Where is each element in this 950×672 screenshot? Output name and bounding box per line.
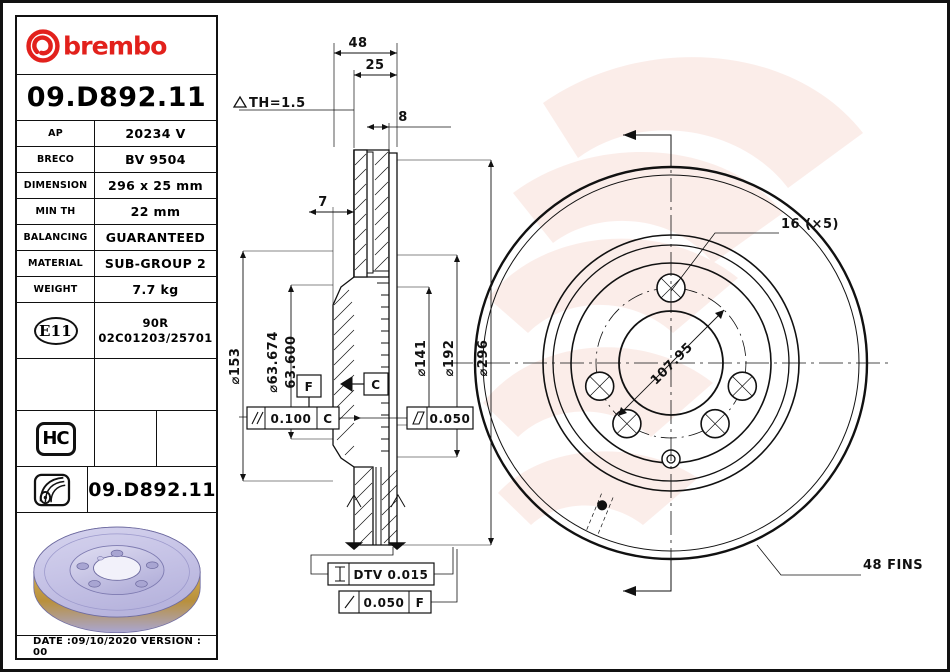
brembo-wordmark: brembo <box>63 32 168 60</box>
tol-runout-value: 0.050 <box>364 596 405 610</box>
table-row: DIMENSION 296 x 25 mm <box>17 173 216 199</box>
row-key: AP <box>17 121 95 146</box>
row-value: GUARANTEED <box>105 230 206 245</box>
dim-th-tolerance-group: TH=1.5 <box>232 95 306 111</box>
datum-c-label: C <box>371 378 380 392</box>
bolt-holes <box>584 273 758 439</box>
bolt-circle-label: 107.95 <box>648 340 696 388</box>
brembo-logo-icon <box>26 28 60 63</box>
dim-th-tolerance: TH=1.5 <box>249 96 306 111</box>
dimension-labels: 48 25 8 7 TH=1.5 ⌀153 ⌀63.674 63.600 ⌀14… <box>228 36 923 610</box>
table-row: MATERIAL SUB-GROUP 2 <box>17 251 216 277</box>
row-value: 7.7 kg <box>132 282 179 297</box>
datum-symbols <box>239 372 474 614</box>
top-dimensions <box>239 43 451 315</box>
row-key: MATERIAL <box>17 251 95 276</box>
dim-inner-friction-diameter: ⌀141 <box>414 340 429 377</box>
row-key: DIMENSION <box>17 173 95 198</box>
drawing-area: 48 25 8 7 TH=1.5 ⌀153 ⌀63.674 63.600 ⌀14… <box>221 15 935 657</box>
homologation-row: E11 90R 02C01203/25701 <box>17 303 216 359</box>
row-key: BRECO <box>17 147 95 172</box>
blank-row <box>17 359 216 411</box>
hc-badge-icon: HC <box>17 411 95 466</box>
dim-overall-width: 48 <box>348 36 367 51</box>
part-number-header: 09.D892.11 <box>17 75 216 121</box>
homologation-line-1: 90R <box>142 315 169 330</box>
dim-disc-thickness: 8 <box>398 110 408 125</box>
title-block: brembo 09.D892.11 AP 20234 V BRECO BV 95… <box>15 15 218 660</box>
dim-mid-diameter: ⌀192 <box>442 340 457 377</box>
row-value: 20234 V <box>125 126 186 141</box>
fins-callout: 48 FINS <box>863 558 923 573</box>
bolt-hole-callout: 16 (×5) <box>781 217 839 232</box>
tol-parallelism-datum: C <box>323 412 332 426</box>
section-view <box>332 149 398 546</box>
row-value: 296 x 25 mm <box>107 178 204 193</box>
table-row: BALANCING GUARANTEED <box>17 225 216 251</box>
brake-disc-photo <box>17 513 216 636</box>
dim-hat-depth: 25 <box>365 58 384 73</box>
disc-code-row: 09.D892.11 <box>17 467 216 513</box>
e11-label: E11 <box>33 316 78 345</box>
table-row: AP 20234 V <box>17 121 216 147</box>
tol-parallelism-value: 0.100 <box>271 412 312 426</box>
sheet-footer-date: DATE :09/10/2020 VERSION : 00 <box>33 636 202 658</box>
e11-circle-icon: E11 <box>17 303 95 358</box>
dim-bore-min: 63.600 <box>284 335 299 388</box>
homologation-line-2: 02C01203/25701 <box>98 330 213 345</box>
table-row: WEIGHT 7.7 kg <box>17 277 216 303</box>
brake-disc-badge-icon <box>33 473 71 506</box>
datum-f-label: F <box>305 380 314 394</box>
table-row: BRECO BV 9504 <box>17 147 216 173</box>
tol-dtv-value: DTV 0.015 <box>354 568 429 582</box>
face-view <box>449 130 893 596</box>
row-key: MIN TH <box>17 199 95 224</box>
row-value: SUB-GROUP 2 <box>104 256 207 271</box>
dim-bore-max: ⌀63.674 <box>266 331 281 393</box>
row-value: BV 9504 <box>125 152 186 167</box>
disc-photo-graphic <box>32 526 201 633</box>
technical-drawing: 48 25 8 7 TH=1.5 ⌀153 ⌀63.674 63.600 ⌀14… <box>228 36 923 614</box>
brand-logo-row: brembo <box>17 17 216 75</box>
section-hatch <box>333 151 398 544</box>
svg-text:brembo: brembo <box>63 32 167 60</box>
dim-outer-hat-diameter: ⌀153 <box>228 348 243 385</box>
row-key: WEIGHT <box>17 277 95 302</box>
tol-flatness-value: 0.050 <box>430 412 471 426</box>
table-row: MIN TH 22 mm <box>17 199 216 225</box>
high-carbon-row: HC <box>17 411 216 467</box>
row-key: BALANCING <box>17 225 95 250</box>
dim-outer-diameter: ⌀296 <box>476 340 491 377</box>
dim-hat-face: 7 <box>318 195 328 210</box>
tol-runout-datum: F <box>416 596 425 610</box>
hc-label: HC <box>35 421 76 456</box>
row-value: 22 mm <box>130 204 181 219</box>
disc-part-code: 09.D892.11 <box>88 478 216 501</box>
